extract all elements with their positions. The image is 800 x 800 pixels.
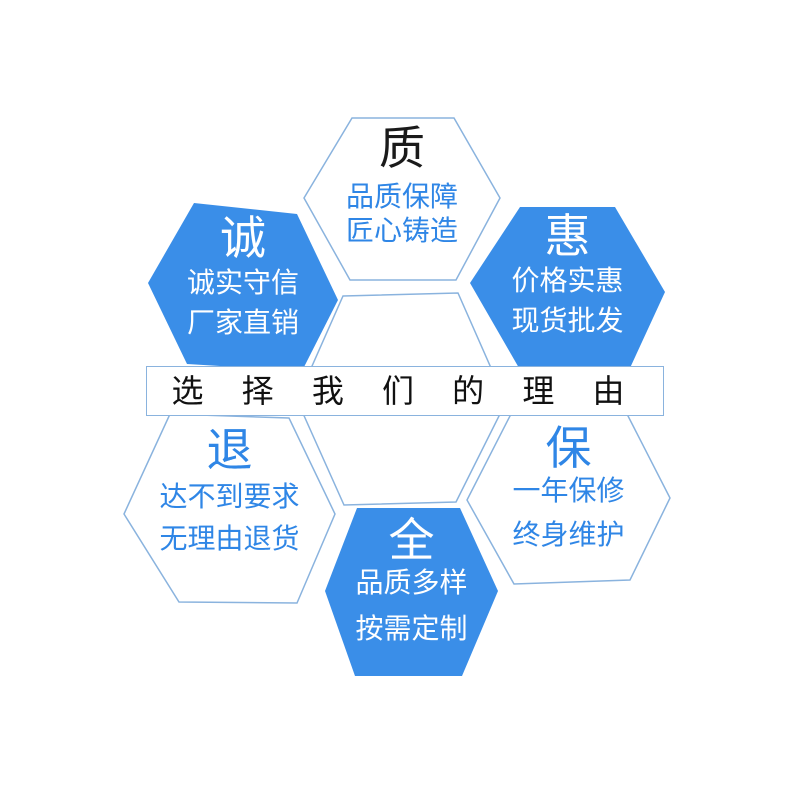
hex-bao-text: 保 一年保修 终身维护 <box>467 424 670 552</box>
hex-zhi-line2: 匠心铸造 <box>345 214 458 247</box>
hex-cheng-text: 诚 诚实守信 厂家直销 <box>148 214 338 340</box>
hex-tui-title: 退 <box>206 423 253 477</box>
hex-tui-line2: 无理由退货 <box>159 522 300 555</box>
hex-hui-line2: 现货批发 <box>511 304 624 337</box>
reason-banner <box>146 366 664 416</box>
hex-cheng-line2: 厂家直销 <box>186 306 299 339</box>
hex-hui-line1: 价格实惠 <box>511 264 624 297</box>
hex-quan-line1: 品质多样 <box>355 566 468 599</box>
hex-hui-text: 惠 价格实惠 现货批发 <box>470 212 665 338</box>
hex-quan-line2: 按需定制 <box>355 612 468 645</box>
hex-zhi-line1: 品质保障 <box>345 180 458 213</box>
hex-tui-text: 退 达不到要求 无理由退货 <box>124 426 335 556</box>
hex-hui-title: 惠 <box>544 209 591 263</box>
hex-hui <box>470 207 665 368</box>
hex-cheng-title: 诚 <box>220 211 266 265</box>
hex-quan-text: 全 品质多样 按需定制 <box>325 516 498 646</box>
hex-bao-line1: 一年保修 <box>512 474 625 507</box>
hex-bao-line2: 终身维护 <box>512 518 625 551</box>
hex-bao-title: 保 <box>545 421 592 475</box>
hex-zhi-text: 质 品质保障 匠心铸造 <box>304 124 500 248</box>
hex-tui <box>123 413 336 604</box>
hex-cheng-line1: 诚实守信 <box>186 266 299 299</box>
hex-cheng <box>148 203 338 371</box>
hex-tui-line1: 达不到要求 <box>159 480 300 513</box>
banner-title: 选 择 我 们 的 理 由 <box>171 372 639 410</box>
hex-zhi-title: 质 <box>379 121 425 175</box>
hex-quan-title: 全 <box>388 513 435 567</box>
hex-zhi <box>303 117 501 281</box>
hex-quan <box>325 508 498 676</box>
